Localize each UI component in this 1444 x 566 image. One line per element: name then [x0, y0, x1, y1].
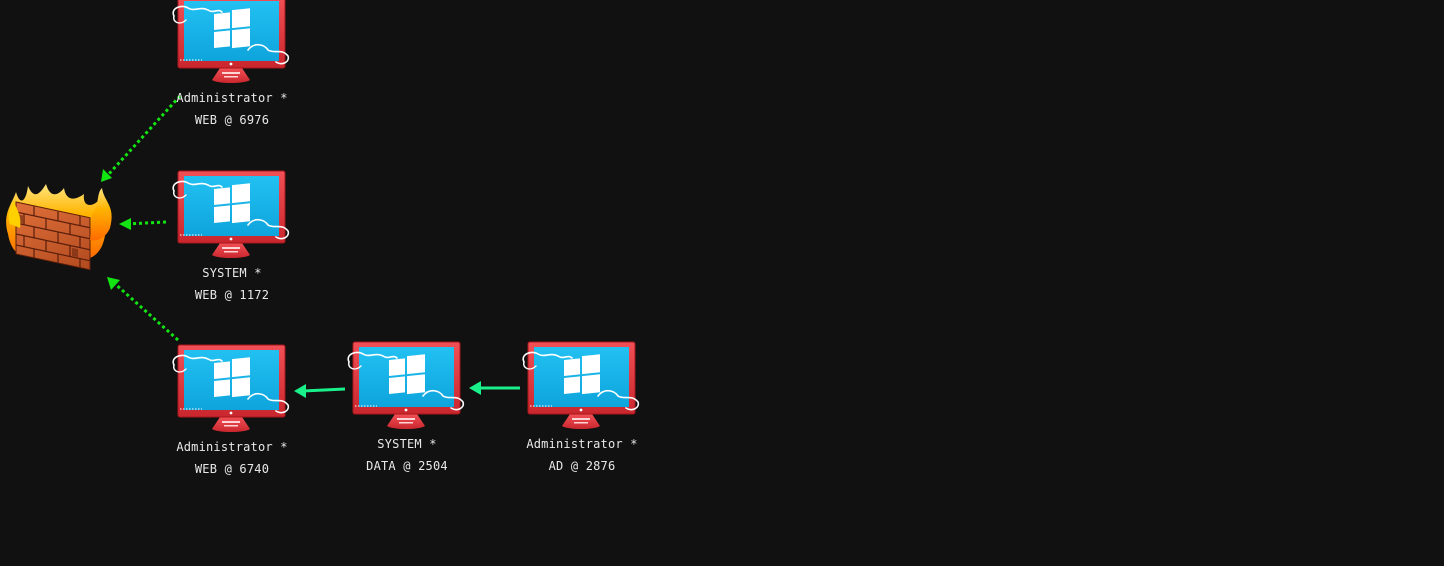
- link-web-6740-to-firewall: [107, 277, 179, 342]
- graph-links: [101, 94, 520, 398]
- link-ad-2876-to-data-2504: [469, 381, 520, 395]
- node-web-1172[interactable]: [172, 170, 290, 258]
- node-web-6976[interactable]: [172, 0, 290, 83]
- link-web-1172-to-firewall: [119, 218, 167, 230]
- node-ad-2876[interactable]: [522, 341, 640, 429]
- firewall-icon[interactable]: [6, 184, 112, 271]
- link-web-6976-to-firewall: [101, 94, 182, 182]
- node-web-6740[interactable]: [172, 344, 290, 432]
- node-user: Administrator *: [526, 437, 638, 451]
- node-host: DATA @ 2504: [366, 459, 448, 473]
- windows-monitor-icon: [347, 341, 465, 429]
- node-user: SYSTEM *: [377, 437, 437, 451]
- node-user: SYSTEM *: [202, 266, 262, 280]
- node-user: Administrator *: [176, 440, 288, 454]
- node-label-web-1172: SYSTEM * WEB @ 1172: [152, 262, 312, 306]
- node-label-web-6740: Administrator * WEB @ 6740: [152, 436, 312, 480]
- node-user: Administrator *: [176, 91, 288, 105]
- link-data-2504-to-web-6740: [294, 384, 346, 398]
- node-host: WEB @ 1172: [194, 288, 270, 302]
- windows-monitor-icon: [172, 0, 290, 83]
- node-label-web-6976: Administrator * WEB @ 6976: [152, 87, 312, 131]
- node-host: WEB @ 6740: [194, 462, 270, 476]
- node-label-data-2504: SYSTEM * DATA @ 2504: [327, 433, 487, 477]
- node-host: AD @ 2876: [548, 459, 616, 473]
- windows-monitor-icon: [172, 170, 290, 258]
- node-host: WEB @ 6976: [194, 113, 270, 127]
- nodes-layer: [172, 0, 640, 432]
- node-data-2504[interactable]: [347, 341, 465, 429]
- windows-monitor-icon: [172, 344, 290, 432]
- windows-monitor-icon: [522, 341, 640, 429]
- node-label-ad-2876: Administrator * AD @ 2876: [502, 433, 662, 477]
